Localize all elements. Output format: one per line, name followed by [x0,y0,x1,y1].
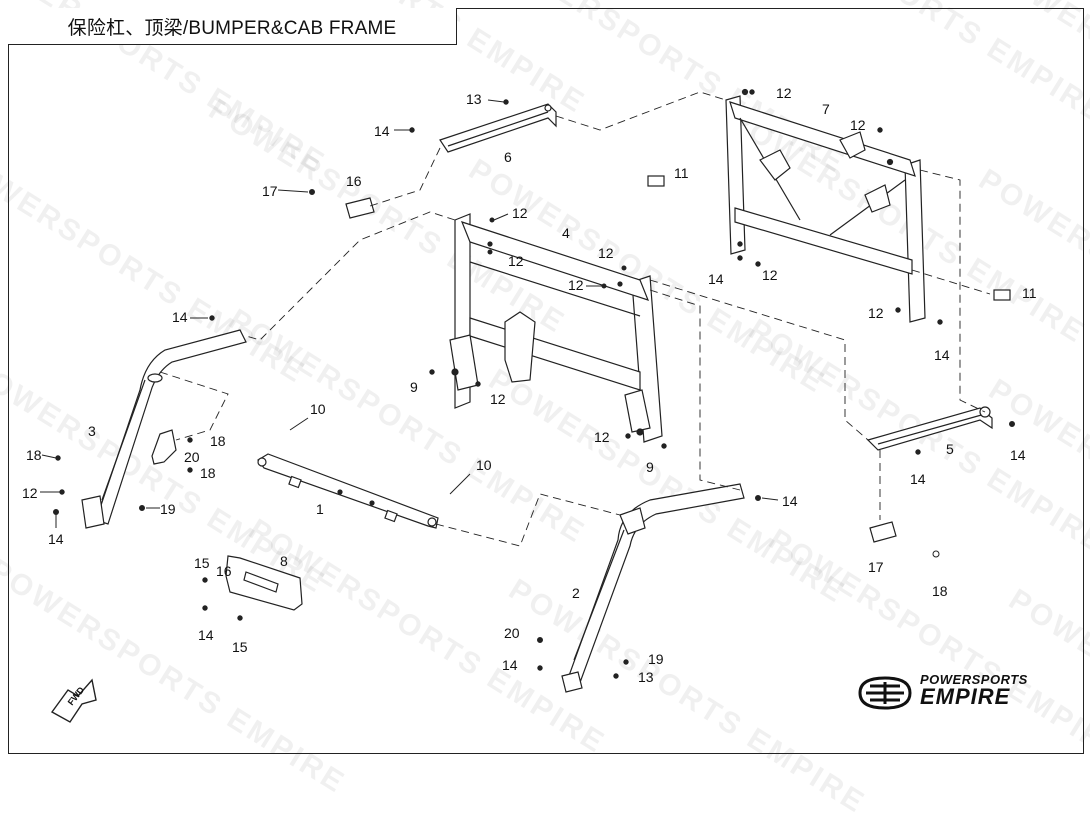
callout-14i: 14 [782,493,798,509]
callout-8: 8 [280,553,288,569]
part-3-left-pillar [81,329,247,529]
callout-4: 4 [562,225,570,241]
empire-logo-icon [858,676,912,710]
logo-line-1: POWERSPORTS [920,672,1028,687]
callout-18a: 17 [262,183,278,199]
page-title: 保险杠、顶梁/BUMPER&CAB FRAME [67,17,397,39]
callout-14g: 14 [1010,447,1026,463]
part-6-upper-crossbar [439,103,557,153]
callout-12j: 12 [868,305,884,321]
callout-labels: 1 2 3 4 5 6 7 8 9 9 10 10 11 11 12 12 12… [22,85,1037,685]
exploded-view-drawing: FWD 1 2 3 4 5 6 7 8 9 9 10 10 11 11 12 1… [22,85,1037,723]
callout-14a: 13 [466,91,482,107]
fasteners [40,89,1015,679]
callout-18d: 18 [932,583,948,599]
callout-11a: 11 [674,165,689,181]
callout-19b: 19 [648,651,664,667]
callout-12c: 12 [512,205,528,221]
callout-19a: 18 [26,447,42,463]
callout-2: 2 [572,585,580,601]
part-5-rear-crossbar [866,406,993,451]
logo-line-2: EMPIRE [920,684,1011,709]
callout-12e: 12 [598,245,614,261]
brand-logo: POWERSPORTS EMPIRE [856,672,1056,712]
part-4-front-cab-frame [449,213,663,443]
callout-12g: 12 [490,391,506,407]
fwd-arrow-icon [50,678,97,723]
callout-10a: 10 [310,401,326,417]
callout-20b: 20 [504,625,520,641]
callout-12a: 12 [776,85,792,101]
callout-17b: 17 [868,559,884,575]
callout-18c: 18 [200,465,216,481]
part-17-cap-left [345,197,375,219]
callout-16b: 16 [216,563,232,579]
callout-14b: 14 [374,123,390,139]
callout-13a: 12 [22,485,38,501]
callout-7: 7 [822,101,830,117]
part-11-cap-left [647,175,665,187]
callout-14d: 14 [48,531,64,547]
callout-16a: 15 [194,555,210,571]
callout-15a: 14 [198,627,214,643]
callout-12f: 12 [568,277,584,293]
callout-9a: 9 [410,379,418,395]
callout-12b: 12 [850,117,866,133]
callout-14f: 14 [934,347,950,363]
part-17-cap-right [869,521,897,543]
callout-3: 3 [88,423,96,439]
callout-14e: 14 [708,271,724,287]
callout-6: 6 [504,149,512,165]
callout-10b: 10 [476,457,492,473]
part-7-rear-cab-frame [725,88,926,323]
callout-13b: 13 [638,669,654,685]
callout-20a: 19 [160,501,176,517]
callout-11b: 11 [1022,285,1037,301]
callout-17a: 16 [346,173,362,189]
callout-12d: 12 [508,253,524,269]
part-8-skid-plate [225,555,303,611]
title-box: 保险杠、顶梁/BUMPER&CAB FRAME [8,8,457,45]
part-21-bracket [151,429,177,465]
part-2-right-pillar [561,483,745,693]
callout-18b: 18 [210,433,226,449]
callout-5: 5 [946,441,954,457]
callout-14j: 14 [502,657,518,673]
callout-14c: 14 [172,309,188,325]
callout-21: 20 [184,449,200,465]
callout-9b: 9 [646,459,654,475]
callout-14h: 14 [910,471,926,487]
callout-12h: 12 [594,429,610,445]
part-1-front-bumper [257,453,439,529]
part-11-cap-right [993,289,1011,301]
callout-15b: 15 [232,639,248,655]
callout-12i: 12 [762,267,778,283]
callout-1: 1 [316,501,324,517]
assembly-lines [159,91,991,547]
